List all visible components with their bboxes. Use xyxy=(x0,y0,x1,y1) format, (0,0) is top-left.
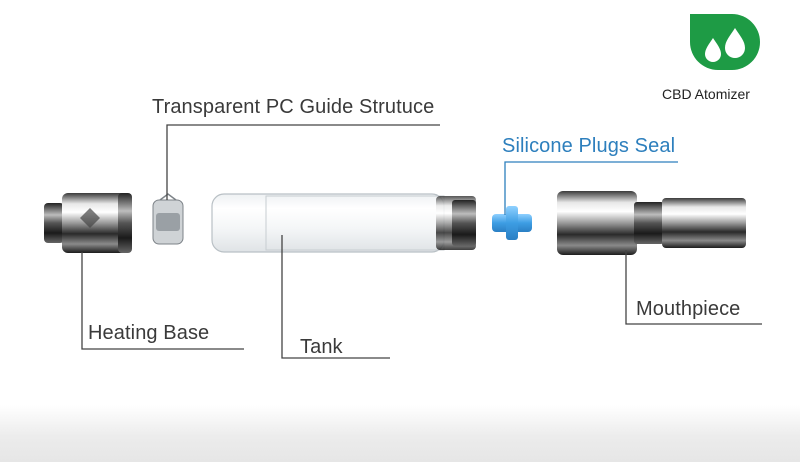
floor-gradient xyxy=(0,405,800,462)
leader-mouthpiece xyxy=(625,250,762,325)
label-mouthpiece: Mouthpiece xyxy=(636,298,741,320)
leader-heating-base xyxy=(81,252,244,350)
brand-badge xyxy=(690,14,760,70)
label-silicone-plug: Silicone Plugs Seal xyxy=(502,135,676,157)
leader-pc-guide xyxy=(166,124,440,200)
leader-tank xyxy=(281,235,390,359)
heating-base-part xyxy=(44,193,132,253)
silicone-plug-part xyxy=(492,206,532,240)
water-drops-icon xyxy=(705,38,721,62)
brand-badge-text: CBD Atomizer xyxy=(662,86,750,102)
label-heating-base: Heating Base xyxy=(88,322,210,344)
tank-part xyxy=(211,193,476,253)
label-pc-guide: Transparent PC Guide Strutuce xyxy=(152,96,435,118)
label-tank: Tank xyxy=(300,336,343,358)
pc-guide-part xyxy=(152,193,184,245)
leader-silicone xyxy=(504,161,678,215)
leader-lines xyxy=(81,124,762,359)
mouthpiece-part xyxy=(557,191,746,255)
